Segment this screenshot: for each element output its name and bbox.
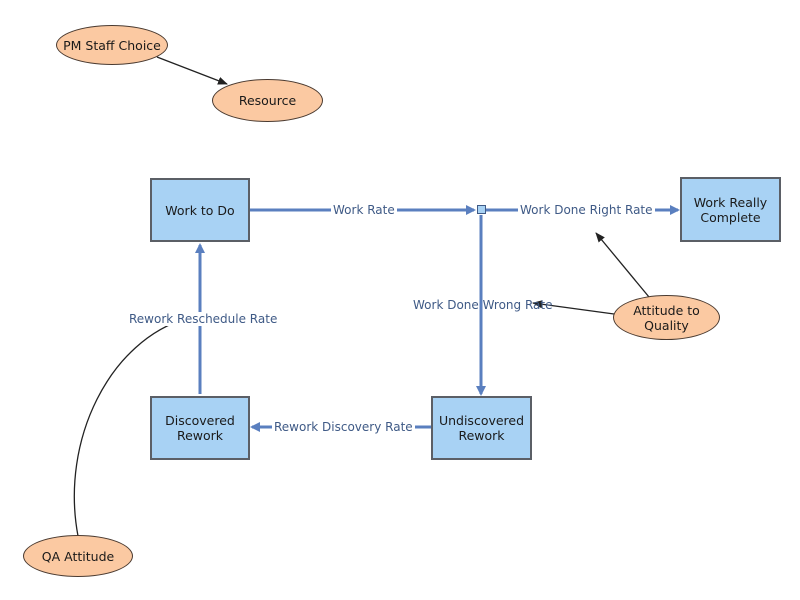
flow-label-work-done-right-rate[interactable]: Work Done Right Rate	[518, 203, 655, 217]
link-pm-staff-to-resource	[156, 56, 228, 85]
flow-label-work-rate[interactable]: Work Rate	[331, 203, 397, 217]
variable-qa-attitude[interactable]: QA Attitude	[23, 535, 133, 577]
flow-label-work-done-wrong-rate[interactable]: Work Done Wrong Rate	[413, 298, 553, 312]
flow-valve[interactable]	[477, 205, 486, 214]
variable-pm-staff-choice[interactable]: PM Staff Choice	[56, 25, 168, 65]
stock-work-to-do[interactable]: Work to Do	[150, 178, 250, 242]
variable-attitude-to-quality[interactable]: Attitude to Quality	[613, 295, 720, 340]
link-attitude-to-wrong-rate	[532, 300, 615, 315]
stock-work-really-complete[interactable]: Work Really Complete	[680, 177, 781, 242]
stock-undiscovered-rework[interactable]: Undiscovered Rework	[431, 396, 532, 460]
flow-label-rework-reschedule-rate[interactable]: Rework Reschedule Rate	[127, 312, 280, 326]
stock-discovered-rework[interactable]: Discovered Rework	[150, 396, 250, 460]
variable-resource[interactable]: Resource	[212, 79, 323, 122]
flow-label-rework-discovery-rate[interactable]: Rework Discovery Rate	[272, 420, 415, 434]
link-attitude-to-right-rate	[595, 232, 650, 298]
link-qa-attitude-to-reschedule	[73, 317, 189, 537]
